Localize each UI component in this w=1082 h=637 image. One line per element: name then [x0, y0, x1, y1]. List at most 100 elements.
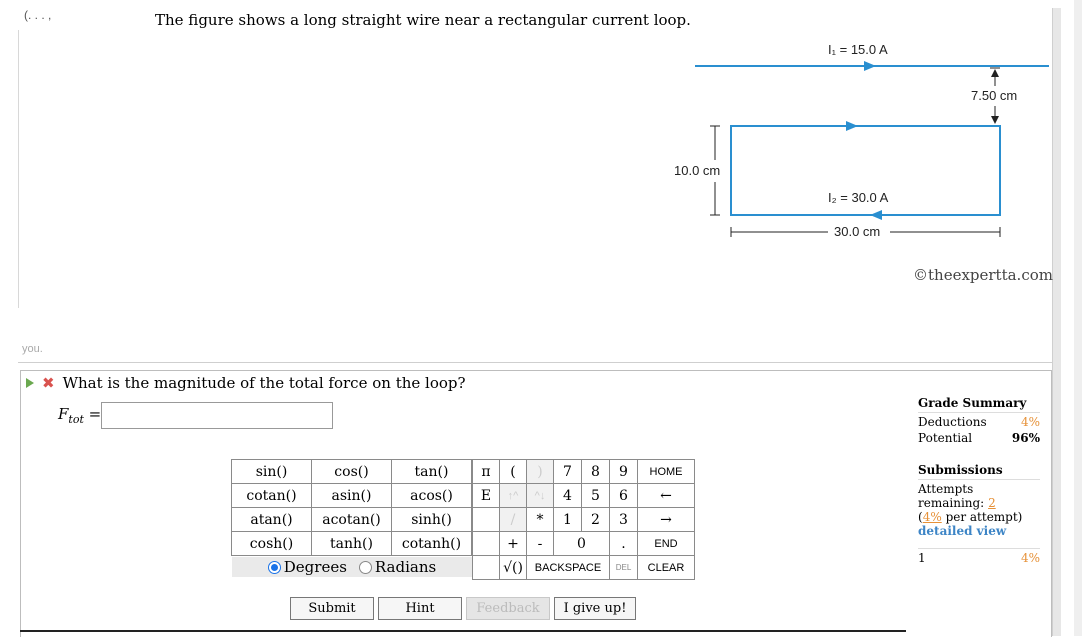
key-atan[interactable]: atan()	[231, 507, 312, 532]
key-backspace[interactable]: BACKSPACE	[526, 555, 610, 580]
submissions-title: Submissions	[918, 463, 1003, 477]
key-acos[interactable]: acos()	[391, 483, 472, 508]
section-divider	[18, 362, 1052, 363]
key-cotan[interactable]: cotan()	[231, 483, 312, 508]
outer-scrollbar[interactable]	[1074, 0, 1082, 636]
equals-sign: =	[88, 405, 102, 423]
key-pi[interactable]: π	[472, 459, 500, 484]
key-paren-open[interactable]: (	[499, 459, 527, 484]
key-dot[interactable]: .	[609, 531, 638, 556]
degrees-radio[interactable]	[267, 560, 281, 574]
key-up[interactable]: ↑^	[499, 483, 527, 508]
detailed-view-link[interactable]: detailed view	[918, 524, 1007, 538]
attempts-label: Attempts remaining:	[918, 482, 985, 510]
width-label: 30.0 cm	[834, 224, 880, 239]
key-tan[interactable]: tan()	[391, 459, 472, 484]
current-loop	[730, 125, 1001, 216]
attempt-number: 1	[918, 551, 926, 565]
key-blank-1	[472, 507, 500, 532]
key-8[interactable]: 8	[581, 459, 610, 484]
key-cos[interactable]: cos()	[311, 459, 392, 484]
key-1[interactable]: 1	[553, 507, 582, 532]
question-panel	[20, 370, 1052, 637]
key-plus[interactable]: +	[499, 531, 527, 556]
key-7[interactable]: 7	[553, 459, 582, 484]
potential-value: 96%	[1011, 431, 1040, 445]
key-acotan[interactable]: acotan()	[311, 507, 392, 532]
degrees-label[interactable]: Degrees	[283, 558, 347, 576]
key-9[interactable]: 9	[609, 459, 638, 484]
attempt-pct: 4%	[1020, 551, 1040, 565]
question-text: What is the magnitude of the total force…	[62, 374, 466, 392]
key-sinh[interactable]: sinh()	[391, 507, 472, 532]
copyright-text: ©theexpertta.com	[913, 266, 1053, 284]
i1-label: I₁ = 15.0 A	[828, 42, 888, 57]
key-home[interactable]: HOME	[637, 459, 695, 484]
loop-top-arrow	[846, 121, 858, 131]
per-attempt-text: per attempt)	[945, 510, 1023, 524]
answer-variable-label: Ftot =	[58, 405, 101, 426]
deductions-label: Deductions	[918, 415, 987, 429]
gap-arrow-down	[991, 116, 999, 124]
key-tanh[interactable]: tanh()	[311, 531, 392, 556]
radians-radio[interactable]	[358, 560, 372, 574]
bottom-divider	[20, 630, 906, 632]
key-0[interactable]: 0	[553, 531, 610, 556]
key-asin[interactable]: asin()	[311, 483, 392, 508]
key-5[interactable]: 5	[581, 483, 610, 508]
key-slash[interactable]: /	[499, 507, 527, 532]
key-blank-2	[472, 531, 500, 556]
left-divider	[18, 30, 19, 308]
key-del[interactable]: DEL	[609, 555, 638, 580]
gap-arrow-up	[991, 69, 999, 77]
hint-button[interactable]: Hint	[378, 597, 462, 620]
key-cosh[interactable]: cosh()	[231, 531, 312, 556]
wire-current-arrow	[864, 61, 876, 71]
key-paren-close[interactable]: )	[526, 459, 554, 484]
answer-input-box[interactable]	[101, 402, 336, 430]
gap-label: 7.50 cm	[971, 88, 1017, 103]
key-end[interactable]: END	[637, 531, 695, 556]
key-sqrt[interactable]: √()	[499, 555, 527, 580]
attempts-value: 2	[988, 496, 996, 510]
var-sub: tot	[68, 413, 84, 426]
function-keypad: sin() cos() tan() cotan() asin() acos() …	[231, 459, 472, 556]
grade-summary-title: Grade Summary	[918, 396, 1027, 410]
key-4[interactable]: 4	[553, 483, 582, 508]
play-icon[interactable]	[26, 378, 34, 388]
problem-statement: The figure shows a long straight wire ne…	[155, 11, 691, 29]
loop-bottom-arrow	[870, 210, 882, 220]
i2-label: I₂ = 30.0 A	[828, 190, 889, 205]
key-6[interactable]: 6	[609, 483, 638, 508]
feedback-button[interactable]: Feedback	[466, 597, 550, 620]
height-label: 10.0 cm	[674, 163, 720, 178]
key-cotanh[interactable]: cotanh()	[391, 531, 472, 556]
key-star[interactable]: *	[526, 507, 554, 532]
key-left[interactable]: ←	[637, 483, 695, 508]
angle-mode-selector: Degrees Radians	[232, 557, 472, 577]
key-2[interactable]: 2	[581, 507, 610, 532]
key-down[interactable]: ^↓	[526, 483, 554, 508]
scrollbar[interactable]	[1052, 8, 1061, 636]
key-3[interactable]: 3	[609, 507, 638, 532]
potential-label: Potential	[918, 431, 973, 445]
grade-summary: Grade Summary Deductions 4% Potential 96…	[918, 396, 1040, 565]
key-e[interactable]: E	[472, 483, 500, 508]
wire-loop-figure: I₁ = 15.0 A I₂ = 30.0 A 7.50 cm 10.0 cm …	[674, 42, 1049, 239]
key-sin[interactable]: sin()	[231, 459, 312, 484]
key-blank-3	[472, 555, 500, 580]
key-minus[interactable]: -	[526, 531, 554, 556]
key-right[interactable]: →	[637, 507, 695, 532]
give-up-button[interactable]: I give up!	[554, 597, 636, 620]
submit-button[interactable]: Submit	[290, 597, 374, 620]
question-row: ✖ What is the magnitude of the total for…	[26, 374, 466, 392]
page-fragment-you: you.	[22, 343, 43, 355]
key-clear[interactable]: CLEAR	[637, 555, 695, 580]
deductions-value: 4%	[1020, 415, 1040, 429]
per-attempt-pct: 4%	[922, 510, 942, 524]
page-fragment-top: (. . . ,	[24, 8, 52, 22]
var-main: F	[58, 405, 69, 423]
radians-label[interactable]: Radians	[374, 558, 437, 576]
answer-input[interactable]	[102, 403, 336, 430]
numeric-keypad: π ( ) 7 8 9 HOME E ↑^ ^↓ 4 5 6 ← / * 1 2…	[472, 459, 695, 580]
